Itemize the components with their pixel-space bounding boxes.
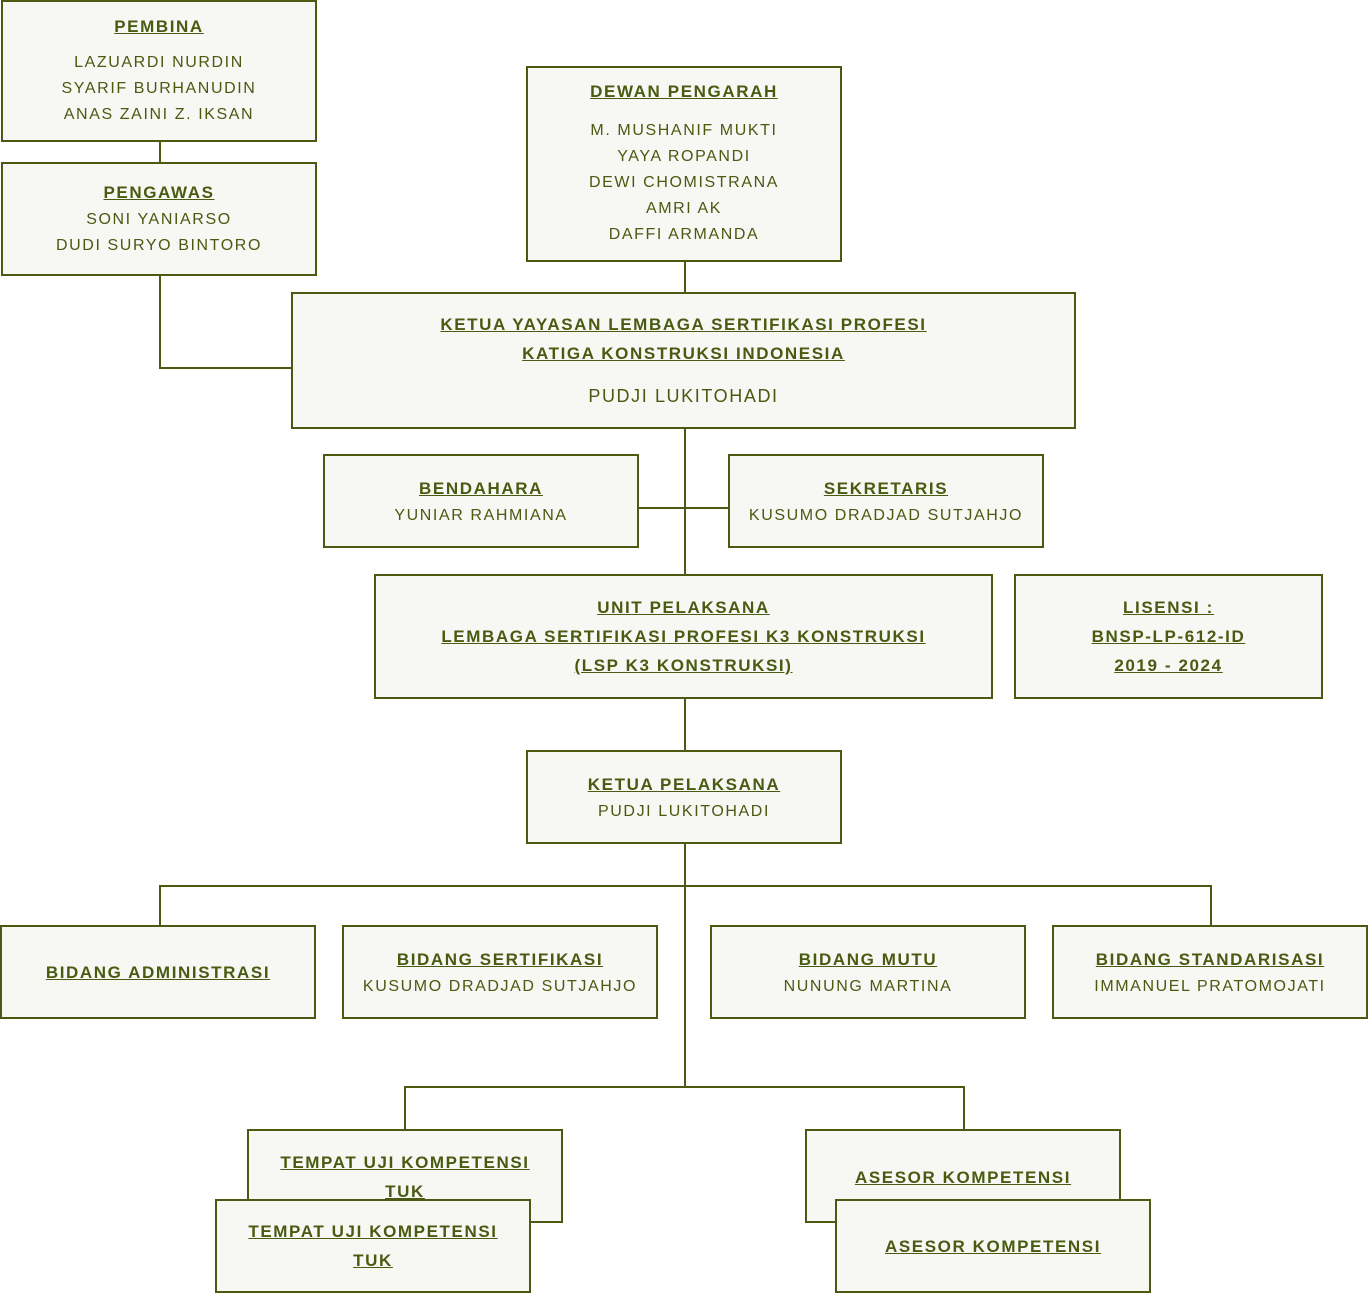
sekretaris-name: KUSUMO DRADJAD SUTJAHJO — [748, 506, 1024, 524]
ketua-pelaksana-box: KETUA PELAKSANA PUDJI LUKITOHADI — [526, 750, 842, 844]
connector-tuk-asesor-bar — [404, 1086, 965, 1088]
unit-pelaksana-title: UNIT PELAKSANA — [597, 598, 770, 617]
connector-pengawas-ketua — [159, 367, 293, 369]
connector-unit-ketua-pelaksana — [684, 697, 686, 752]
bidang-standarisasi-box: BIDANG STANDARISASI IMMANUEL PRATOMOJATI — [1052, 925, 1368, 1019]
bidang-title: BIDANG STANDARISASI — [1095, 949, 1325, 969]
pembina-name: ANAS ZAINI Z. IKSAN — [63, 106, 255, 123]
dewan-pengarah-title: DEWAN PENGARAH — [590, 82, 778, 101]
bidang-administrasi-box: BIDANG ADMINISTRASI — [0, 925, 316, 1019]
lisensi-box: LISENSI : BNSP-LP-612-ID 2019 - 2024 — [1014, 574, 1323, 699]
lisensi-number: BNSP-LP-612-ID — [1091, 627, 1246, 646]
asesor-box-front: ASESOR KOMPETENSI — [835, 1199, 1151, 1293]
pengawas-title: PENGAWAS — [103, 183, 215, 202]
ketua-yayasan-box: KETUA YAYASAN LEMBAGA SERTIFIKASI PROFES… — [291, 292, 1076, 429]
connector-asesor — [963, 1086, 965, 1131]
dewan-pengarah-name: DAFFI ARMANDA — [608, 226, 760, 243]
dewan-pengarah-name: AMRI AK — [645, 200, 723, 217]
tuk-box-front: TEMPAT UJI KOMPETENSI TUK — [215, 1199, 531, 1293]
lisensi-title: LISENSI : — [1123, 598, 1214, 617]
bidang-name: KUSUMO DRADJAD SUTJAHJO — [362, 977, 638, 995]
tuk-title: TEMPAT UJI KOMPETENSI — [280, 1153, 530, 1172]
connector-pengawas-down — [159, 274, 161, 369]
unit-pelaksana-box: UNIT PELAKSANA LEMBAGA SERTIFIKASI PROFE… — [374, 574, 993, 699]
pembina-name: LAZUARDI NURDIN — [74, 54, 244, 71]
lisensi-period: 2019 - 2024 — [1114, 656, 1223, 675]
tuk-subtitle: TUK — [385, 1182, 425, 1201]
unit-pelaksana-title: (LSP K3 KONSTRUKSI) — [574, 656, 793, 675]
bidang-title: BIDANG SERTIFIKASI — [396, 949, 604, 969]
ketua-pelaksana-title: KETUA PELAKSANA — [587, 774, 781, 794]
connector-bidang-standarisasi — [1210, 885, 1212, 927]
ketua-yayasan-name: PUDJI LUKITOHADI — [588, 386, 779, 406]
pengawas-box: PENGAWAS SONI YANIARSO DUDI SURYO BINTOR… — [1, 162, 317, 276]
asesor-title: ASESOR KOMPETENSI — [884, 1236, 1102, 1256]
bidang-name: NUNUNG MARTINA — [783, 977, 953, 995]
connector-bidang-administrasi — [159, 885, 161, 927]
sekretaris-title: SEKRETARIS — [823, 478, 949, 498]
asesor-title: ASESOR KOMPETENSI — [854, 1168, 1072, 1187]
pembina-box: PEMBINA LAZUARDI NURDIN SYARIF BURHANUDI… — [1, 0, 317, 142]
dewan-pengarah-name: DEWI CHOMISTRANA — [588, 174, 780, 191]
bidang-title: BIDANG ADMINISTRASI — [45, 962, 271, 982]
ketua-yayasan-title: KETUA YAYASAN LEMBAGA SERTIFIKASI PROFES… — [440, 315, 927, 334]
unit-pelaksana-title: LEMBAGA SERTIFIKASI PROFESI K3 KONSTRUKS… — [441, 627, 926, 646]
dewan-pengarah-name: YAYA ROPANDI — [617, 148, 751, 165]
bidang-title: BIDANG MUTU — [798, 949, 938, 969]
bendahara-name: YUNIAR RAHMIANA — [394, 506, 568, 524]
connector-tuk — [404, 1086, 406, 1131]
pembina-name: SYARIF BURHANUDIN — [61, 80, 257, 97]
connector-dewan-ketua — [684, 260, 686, 294]
ketua-yayasan-title: KATIGA KONSTRUKSI INDONESIA — [522, 344, 845, 363]
dewan-pengarah-name: M. MUSHANIF MUKTI — [590, 122, 778, 139]
bidang-sertifikasi-box: BIDANG SERTIFIKASI KUSUMO DRADJAD SUTJAH… — [342, 925, 658, 1019]
connector-bendahara-sekretaris — [637, 507, 730, 509]
dewan-pengarah-box: DEWAN PENGARAH M. MUSHANIF MUKTI YAYA RO… — [526, 66, 842, 262]
connector-bidang-bar — [159, 885, 1212, 887]
pengawas-name: DUDI SURYO BINTORO — [55, 237, 262, 254]
bendahara-title: BENDAHARA — [419, 478, 543, 498]
pembina-title: PEMBINA — [114, 17, 204, 36]
tuk-title: TEMPAT UJI KOMPETENSI — [248, 1222, 498, 1241]
tuk-subtitle: TUK — [353, 1251, 393, 1270]
connector-ketua-pelaksana-trunk — [684, 842, 686, 1088]
bidang-mutu-box: BIDANG MUTU NUNUNG MARTINA — [710, 925, 1026, 1019]
connector-pembina-pengawas — [159, 140, 161, 164]
bendahara-box: BENDAHARA YUNIAR RAHMIANA — [323, 454, 639, 548]
sekretaris-box: SEKRETARIS KUSUMO DRADJAD SUTJAHJO — [728, 454, 1044, 548]
bidang-name: IMMANUEL PRATOMOJATI — [1094, 977, 1326, 995]
pengawas-name: SONI YANIARSO — [86, 211, 232, 228]
ketua-pelaksana-name: PUDJI LUKITOHADI — [598, 802, 770, 820]
connector-ketua-unit — [684, 427, 686, 576]
